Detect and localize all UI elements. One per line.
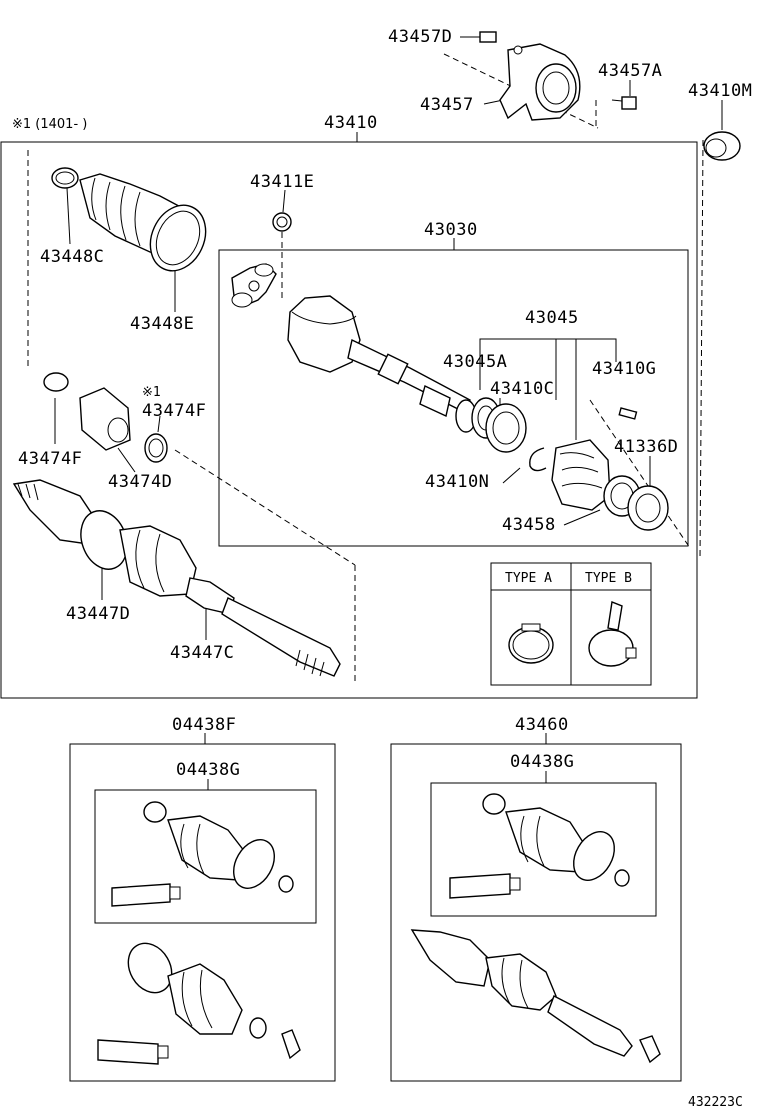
key-43410G — [618, 407, 638, 420]
label-04438F: 04438F — [172, 715, 236, 735]
bolt-43457D — [470, 31, 497, 43]
snap-ring-43410N — [529, 447, 547, 472]
label-41336D: 41336D — [614, 437, 678, 457]
label-43474F-upper: 43474F — [142, 401, 206, 421]
frame-04438G-left — [94, 789, 317, 924]
kit-left-lower-parts — [97, 942, 301, 1065]
label-43447C: 43447C — [170, 643, 234, 663]
label-43448C: 43448C — [40, 247, 104, 267]
leader-43448C — [66, 187, 71, 245]
clip-43411E — [272, 212, 292, 232]
label-04438G-right: 04438G — [510, 752, 574, 772]
label-43457A: 43457A — [598, 61, 662, 81]
label-43474F-lower: 43474F — [18, 449, 82, 469]
dust-cover-43458 — [551, 439, 611, 511]
label-43458: 43458 — [502, 515, 556, 535]
boot-outer-43447D — [80, 510, 197, 597]
label-43460: 43460 — [515, 715, 569, 735]
label-43410: 43410 — [324, 113, 378, 133]
label-43045: 43045 — [525, 308, 579, 328]
clamp-43448E — [149, 204, 207, 272]
clamp-43474F-upper — [144, 433, 168, 463]
label-43410N: 43410N — [425, 472, 489, 492]
label-43410M: 43410M — [688, 81, 752, 101]
leader-43045 — [479, 338, 617, 390]
label-type-b: TYPE B — [585, 571, 632, 586]
leader-43474F-upper — [157, 415, 161, 433]
axle-shaft — [221, 597, 341, 677]
clamp-type-b-icon — [588, 601, 637, 667]
note-star1: ※1 — [142, 385, 161, 400]
frame-43460 — [390, 743, 682, 1082]
tripod-joint — [231, 263, 277, 308]
label-43410G: 43410G — [592, 359, 656, 379]
frame-43410 — [0, 141, 698, 699]
label-type-a: TYPE A — [505, 571, 552, 586]
kit-left-upper-parts — [111, 801, 294, 907]
leader-43411E — [282, 189, 286, 213]
clamp-43448C — [51, 167, 79, 189]
bearing-43410C — [485, 403, 527, 453]
leader-43458 — [563, 509, 601, 526]
clamp-type-a-icon — [508, 623, 554, 664]
inner-joint-housing — [287, 295, 361, 373]
bolt-43457A — [611, 96, 637, 110]
dash-outer-right — [699, 139, 704, 561]
inner-shaft — [347, 338, 471, 417]
note-1401: ※1 (1401- ) — [12, 117, 87, 132]
label-diagram-code: 432223C — [688, 1095, 743, 1110]
leader-43474D — [117, 447, 136, 473]
dash-shaft-top — [174, 449, 356, 566]
kit-right-upper-parts — [449, 793, 630, 899]
bearing-43410M — [703, 131, 741, 161]
frame-04438G-right — [430, 782, 657, 917]
frame-04438F — [69, 743, 336, 1082]
kit-right-shaft — [410, 929, 661, 1064]
label-43410C: 43410C — [490, 379, 554, 399]
label-04438G-left: 04438G — [176, 760, 240, 780]
seal-41336D — [627, 485, 669, 531]
label-43411E: 43411E — [250, 172, 314, 192]
label-43030: 43030 — [424, 220, 478, 240]
label-43045A: 43045A — [443, 352, 507, 372]
leader-43410N — [502, 467, 521, 484]
damper-43474D — [79, 387, 131, 451]
label-43474D: 43474D — [108, 472, 172, 492]
label-43447D: 43447D — [66, 604, 130, 624]
bracket-43457 — [499, 43, 581, 121]
label-43448E: 43448E — [130, 314, 194, 334]
label-43457D: 43457D — [388, 27, 452, 47]
clamp-43474F-lower — [43, 372, 69, 392]
label-43457: 43457 — [420, 95, 474, 115]
